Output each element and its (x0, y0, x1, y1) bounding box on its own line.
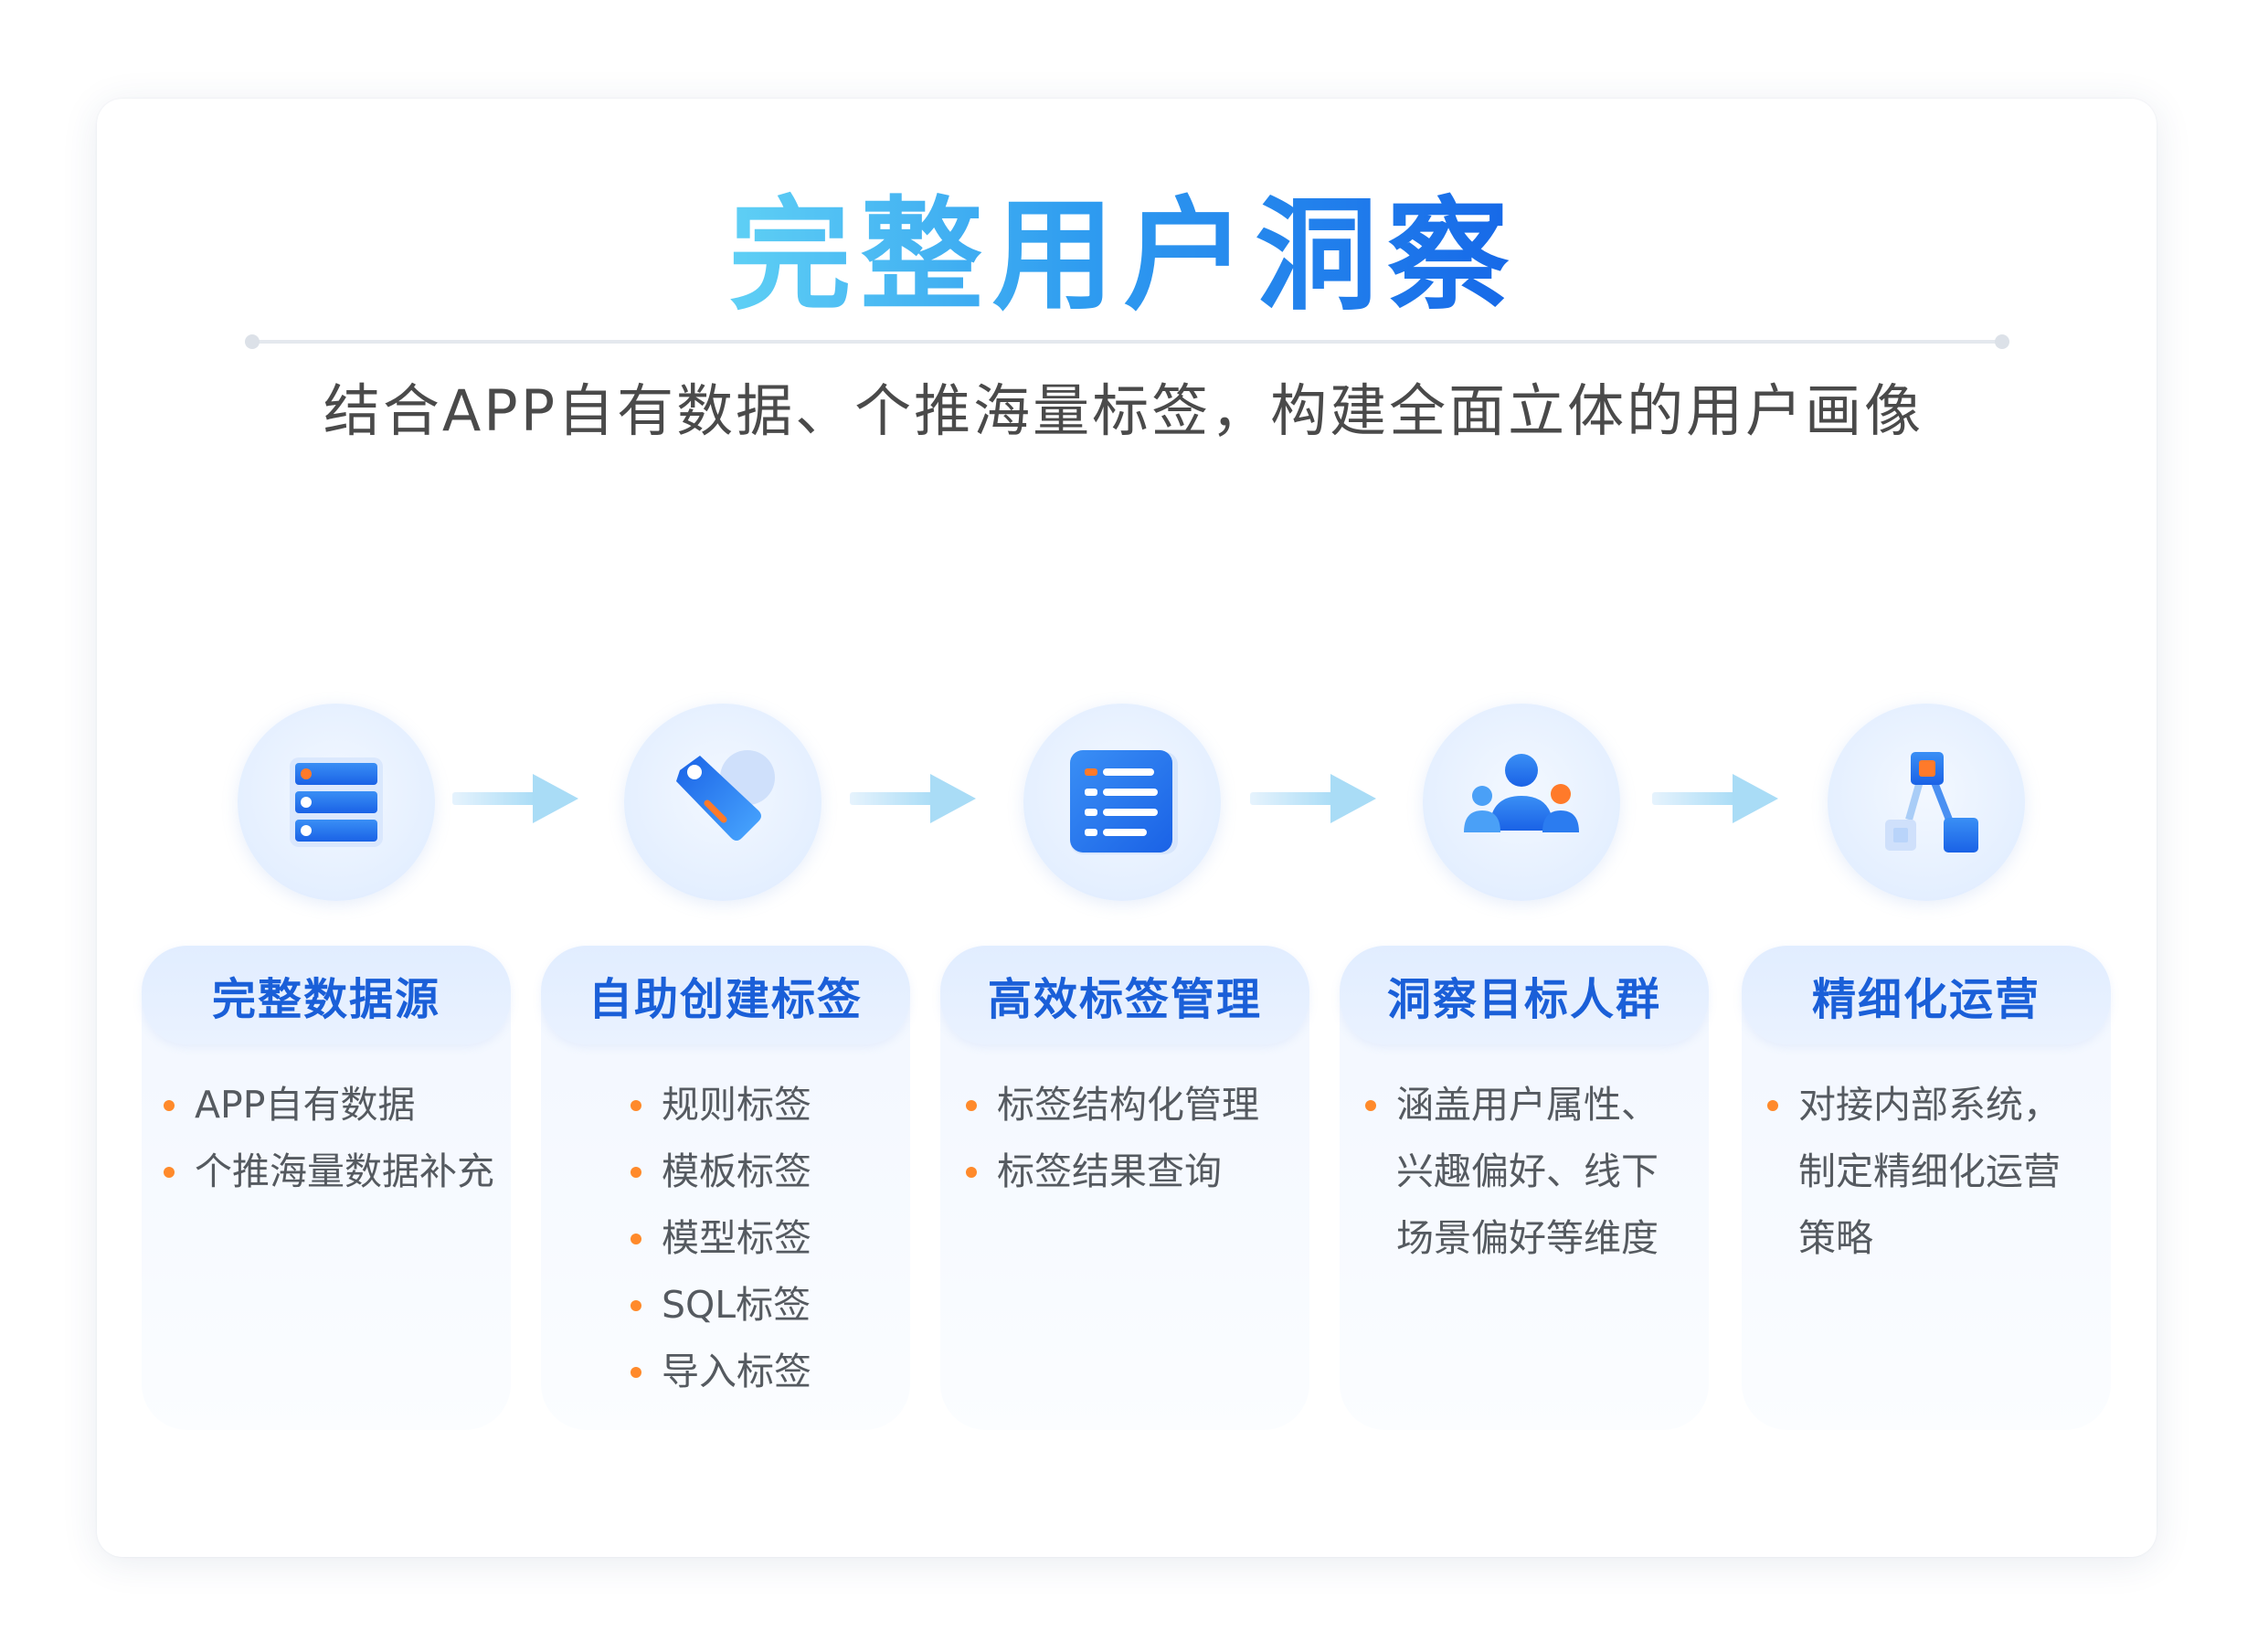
user-group-icon (1464, 754, 1579, 832)
step-5-item-3: 策略 (1798, 1216, 1873, 1260)
step-2-item-1: 规则标签 (631, 1072, 910, 1138)
step-5-icon-circle (1828, 704, 2025, 901)
workflow-icon (1885, 752, 1978, 852)
step-card-5: 精细化运营 对接内部系统， 制定精细化运营 策略 (1742, 946, 2111, 1430)
step-1-bullets: APP自有数据 个推海量数据补充 (142, 1072, 511, 1205)
step-4-bullets: 涵盖用户属性、 兴趣偏好、线下 场景偏好等维度 (1340, 1072, 1709, 1272)
step-5-bullets: 对接内部系统， 制定精细化运营 策略 (1742, 1072, 2111, 1272)
list-document-icon (1070, 750, 1178, 854)
step-2-icon-circle (624, 704, 821, 901)
step-2-item-4: SQL标签 (631, 1272, 910, 1339)
step-2-bullets: 规则标签 模板标签 模型标签 SQL标签 导入标签 (541, 1072, 910, 1405)
step-5-title: 精细化运营 (1742, 946, 2111, 1044)
flow-arrow-3 (1250, 774, 1376, 823)
step-3-item-2: 标签结果查询 (966, 1138, 1309, 1205)
step-4-item-1: 涵盖用户属性、 (1365, 1072, 1709, 1138)
step-4-title: 洞察目标人群 (1340, 946, 1709, 1044)
flow-arrow-4 (1652, 774, 1778, 823)
title-divider (251, 340, 2001, 344)
step-card-3: 高效标签管理 标签结构化管理 标签结果查询 (940, 946, 1309, 1430)
step-card-2: 自助创建标签 规则标签 模板标签 模型标签 SQL标签 导入标签 (541, 946, 910, 1430)
step-3-bullets: 标签结构化管理 标签结果查询 (940, 1072, 1309, 1205)
tag-icon (676, 750, 775, 841)
step-1-item-1: APP自有数据 (164, 1072, 511, 1138)
step-5-item-1: 对接内部系统， (1767, 1072, 2111, 1138)
page-title-text: 完整用户洞察 (728, 185, 1519, 327)
step-card-1: 完整数据源 APP自有数据 个推海量数据补充 (142, 946, 511, 1430)
page-title: 完整用户洞察 (0, 183, 2247, 329)
step-3-title: 高效标签管理 (940, 946, 1309, 1044)
divider-dot-right (1995, 334, 2009, 349)
step-2-item-5: 导入标签 (631, 1339, 910, 1405)
step-1-item-2: 个推海量数据补充 (164, 1138, 511, 1205)
page-subtitle: 结合APP自有数据、个推海量标签，构建全面立体的用户画像 (323, 377, 1924, 444)
step-4-item-3: 场景偏好等维度 (1396, 1216, 1659, 1260)
divider-dot-left (245, 334, 260, 349)
flow-arrow-1 (452, 774, 578, 823)
database-icon (290, 757, 383, 847)
step-5-item-2: 制定精细化运营 (1798, 1149, 2061, 1193)
step-4-icon-circle (1423, 704, 1620, 901)
step-2-title: 自助创建标签 (541, 946, 910, 1044)
step-3-icon-circle (1023, 704, 1221, 901)
step-card-4: 洞察目标人群 涵盖用户属性、 兴趣偏好、线下 场景偏好等维度 (1340, 946, 1709, 1430)
step-2-item-2: 模板标签 (631, 1138, 910, 1205)
step-1-icon-circle (238, 704, 435, 901)
step-3-item-1: 标签结构化管理 (966, 1072, 1309, 1138)
flow-arrow-2 (850, 774, 976, 823)
step-1-title: 完整数据源 (142, 946, 511, 1044)
step-4-item-2: 兴趣偏好、线下 (1396, 1149, 1659, 1193)
step-2-item-3: 模型标签 (631, 1205, 910, 1272)
